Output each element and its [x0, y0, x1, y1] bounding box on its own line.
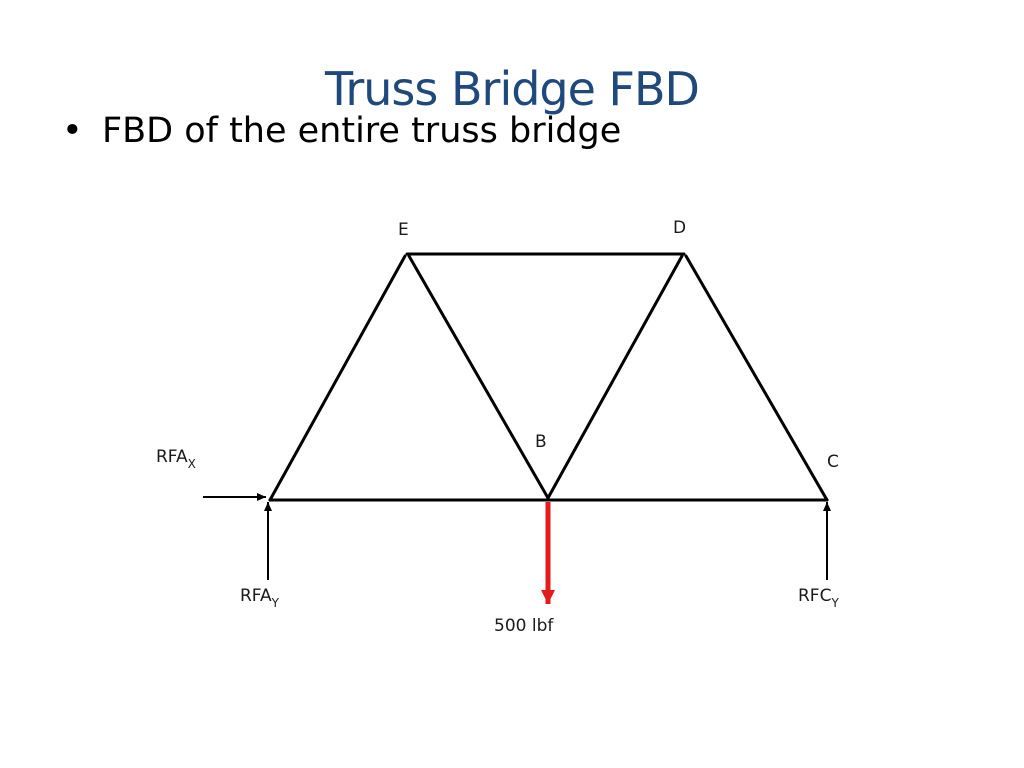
member-dc: [684, 254, 829, 502]
member-eb: [407, 254, 550, 500]
truss-members: [268, 252, 829, 502]
bullet-text: FBD of the entire truss bridge: [102, 111, 622, 151]
rfcy-label: RFCY: [798, 586, 839, 610]
bullet-icon: •: [62, 111, 83, 151]
rfax-label-base: RFA: [156, 447, 188, 467]
load-label: 500 lbf: [494, 616, 554, 636]
node-label-b: B: [535, 432, 547, 452]
rfay-label-base: RFA: [240, 586, 272, 606]
slide-title: Truss Bridge FBD: [325, 62, 700, 116]
bullet-item: • FBD of the entire truss bridge: [62, 110, 621, 152]
rfcy-label-base: RFC: [798, 586, 831, 606]
member-ae: [268, 254, 407, 502]
rfcy-label-sub: Y: [830, 596, 839, 610]
node-label-c: C: [827, 452, 839, 472]
rfay-label-sub: Y: [271, 596, 280, 610]
node-label-e: E: [398, 220, 409, 240]
node-label-d: D: [673, 218, 686, 238]
rfay-label: RFAY: [240, 586, 280, 610]
member-bd: [546, 254, 684, 500]
rfax-label-sub: X: [188, 457, 196, 471]
rfax-label: RFAX: [156, 447, 196, 471]
